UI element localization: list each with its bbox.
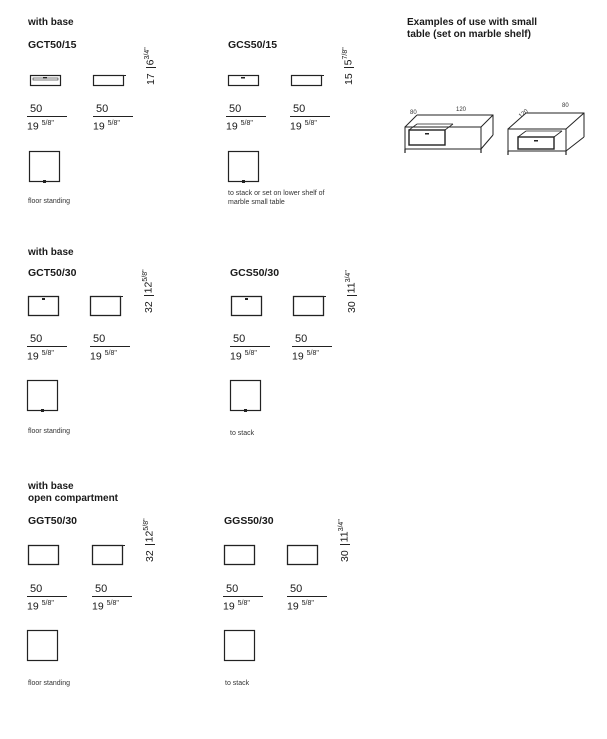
gcs50-15-code: GCS50/15 <box>228 39 278 51</box>
ggt50-30-top-view <box>26 629 59 662</box>
gct50-30-side-view <box>89 295 123 317</box>
ggt50-30-height: 32125/8" <box>143 518 156 562</box>
gct50-30-front-view <box>27 295 60 317</box>
gcs50-30-width-front: 50 19 5/8" <box>230 333 276 363</box>
ggs50-30-note: to stack <box>225 680 250 687</box>
gcs50-15-front-view <box>227 74 260 87</box>
gcs50-15-side-view <box>290 74 324 87</box>
gct50-15-code: GCT50/15 <box>28 39 77 51</box>
gcs50-30-side-view <box>292 295 326 317</box>
gcs50-15-note: to stack or set on lower shelf of marble… <box>228 190 325 206</box>
ggs50-30-front-view <box>223 544 256 566</box>
ggt50-30-width-side: 50 19 5/8" <box>92 583 138 613</box>
gcs50-15-top-view <box>227 150 260 183</box>
gcs50-30-note: to stack <box>230 430 255 437</box>
ggt50-30-front-view <box>27 544 60 566</box>
gct50-15-top-view <box>28 150 61 183</box>
section1-header: with base <box>28 17 74 28</box>
gct50-15-width-front: 50 19 5/8" <box>27 103 73 133</box>
gcs50-30-height: 30113/4" <box>345 270 358 313</box>
ggs50-30-height: 30113/4" <box>338 519 351 562</box>
ggs50-30-code: GGS50/30 <box>224 515 274 527</box>
gct50-30-height: 32125/8" <box>142 269 155 313</box>
ggt50-30-width-front: 50 19 5/8" <box>27 583 73 613</box>
ggt50-30-side-view <box>91 544 125 566</box>
ggs50-30-top-view <box>223 629 256 662</box>
section2-header: with base <box>28 247 74 258</box>
gcs50-30-top-view <box>229 379 262 412</box>
gct50-15-side-view <box>92 74 126 87</box>
gcs50-30-width-side: 50 19 5/8" <box>292 333 338 363</box>
gct50-15-front-view <box>29 74 62 87</box>
gcs50-30-front-view <box>230 295 263 317</box>
gct50-30-code: GCT50/30 <box>28 267 77 279</box>
ggs50-30-width-side: 50 19 5/8" <box>287 583 333 613</box>
gct50-15-note: floor standing <box>28 198 71 205</box>
example-box-1-depth: 80 <box>410 110 417 116</box>
examples-title: Examples of use with small table (set on… <box>407 17 538 40</box>
ggt50-30-code: GGT50/30 <box>28 515 78 527</box>
example-box-2 <box>507 112 585 155</box>
gct50-15-height: 1763/4" <box>144 47 157 85</box>
section3-header: with base open compartment <box>28 481 119 504</box>
ggs50-30-width-front: 50 19 5/8" <box>223 583 269 613</box>
ggt50-30-note: floor standing <box>28 680 71 687</box>
gcs50-15-width-front: 50 19 5/8" <box>226 103 272 133</box>
gcs50-15-height: 1557/8" <box>342 47 355 85</box>
ggs50-30-side-view <box>286 544 319 566</box>
gct50-30-note: floor standing <box>28 428 71 435</box>
gct50-30-top-view <box>26 379 59 412</box>
gct50-15-width-side: 50 19 5/8" <box>93 103 139 133</box>
gcs50-15-width-side: 50 19 5/8" <box>290 103 336 133</box>
example-box-2-width: 80 <box>562 103 569 109</box>
example-box-1-width: 120 <box>456 107 467 113</box>
gct50-30-width-side: 50 19 5/8" <box>90 333 136 363</box>
gcs50-30-code: GCS50/30 <box>230 267 280 279</box>
example-box-1 <box>404 114 494 153</box>
gct50-30-width-front: 50 19 5/8" <box>27 333 73 363</box>
